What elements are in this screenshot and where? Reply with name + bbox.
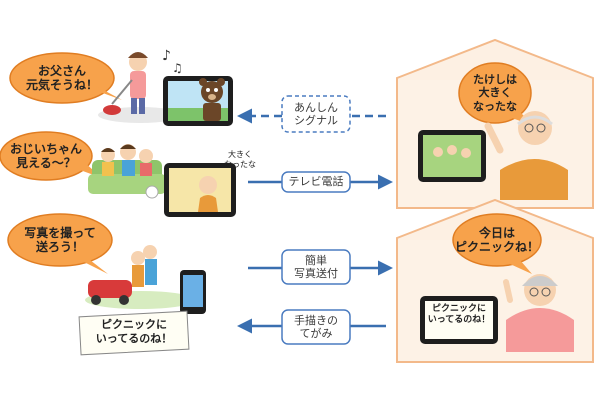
grandpa-bubble-text: おじいちゃん 見える〜？ <box>9 141 82 170</box>
photo-bubble-text: 写真を撮って 送ろう！ <box>24 225 96 254</box>
father-bubble <box>9 52 122 104</box>
grandpa-tablet <box>418 130 486 182</box>
grandpa-illustration <box>484 111 568 200</box>
photo-bubble <box>7 213 113 274</box>
handwritten-card <box>78 310 190 356</box>
grandma-reply-text: 今日は ピクニックね！ <box>455 225 540 254</box>
picnic-card-text: ピクニックに いってるのね！ <box>95 318 173 345</box>
grandpa-reply-text: たけしは 大きく なったな <box>473 73 517 113</box>
picnic-tablet-text: ピクニックに いってるのね！ <box>427 304 491 326</box>
father-bubble-text: お父さん 元気そうね！ <box>25 63 98 92</box>
svg-text:♫: ♫ <box>172 61 183 75</box>
svg-text:♪: ♪ <box>162 48 171 64</box>
vacuum-woman-illustration: ♪ ♫ <box>98 48 183 123</box>
grandma-reply-bubble <box>452 213 542 274</box>
videocall-label: テレビ電話 <box>288 175 344 189</box>
grandma-tablet <box>420 296 498 344</box>
signal-label-box <box>281 95 351 133</box>
signal-label: あんしん シグナル <box>294 100 338 127</box>
grandpa-videocall-tablet <box>164 163 236 217</box>
handwritten-label-box <box>281 309 351 345</box>
photo-send-label: 簡単 写真送付 <box>294 253 338 280</box>
photo-send-label-box <box>281 249 351 285</box>
screen-small-note: 大きく なったな <box>224 150 256 169</box>
videocall-label-box <box>281 171 351 193</box>
outdoor-family-illustration <box>85 245 195 309</box>
smartphone <box>180 270 206 314</box>
grandma-illustration <box>503 274 574 352</box>
bear-tablet <box>163 76 233 126</box>
handwritten-label: 手描きの てがみ <box>294 313 338 340</box>
family-sofa-illustration <box>88 144 166 199</box>
